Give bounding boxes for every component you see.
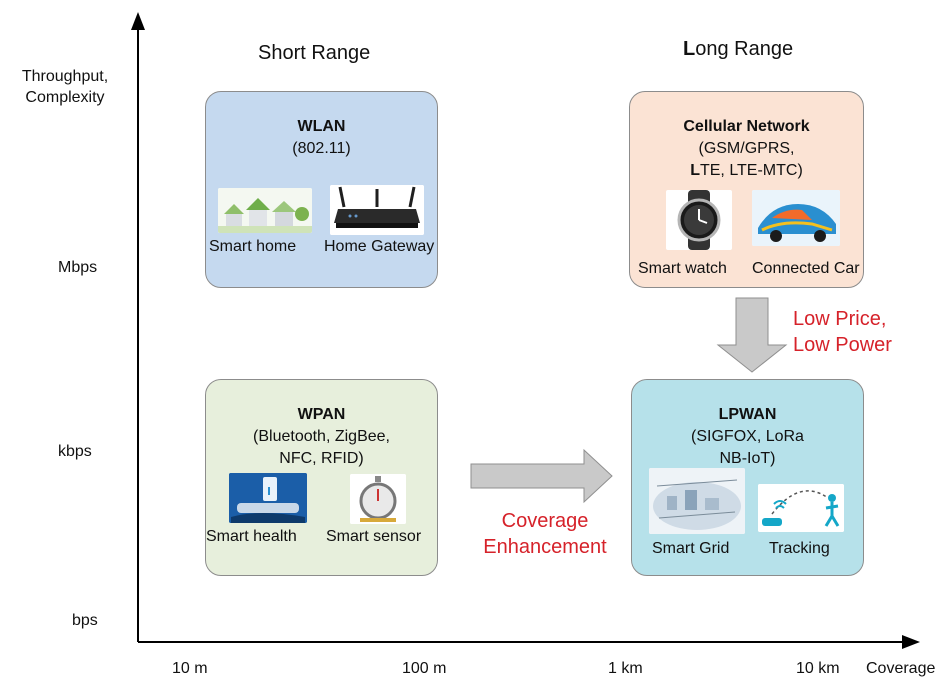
tracking-image [758,484,844,532]
x-axis-arrow-icon [902,635,920,649]
wpan-standards-line1: (Bluetooth, ZigBee, [253,428,390,445]
low-power-text: Low Power [793,334,892,356]
smart-watch-image [666,190,732,250]
x-axis-title: Coverage [866,660,936,677]
watch-icon [677,190,721,250]
cellular-standards-line1: (GSM/GPRS, [698,140,795,157]
cellular-box: Cellular Network (GSM/GPRS, LTE, LTE-MTC… [629,91,864,288]
wlan-standard: (802.11) [292,140,351,157]
x-tick-1km: 1 km [608,660,643,677]
wpan-title: WPAN [297,406,346,423]
coverage-enhancement-label: Coverage Enhancement [468,508,622,560]
smart-grid-image [649,468,745,534]
cellular-item-smart-watch: Smart watch [638,260,727,277]
lpwan-standards-line1: (SIGFOX, LoRa [691,428,804,445]
tracking-icon [758,484,844,532]
lpwan-standards-line2: NB-IoT) [719,450,776,467]
y-axis-arrow-icon [131,12,145,30]
wpan-item-smart-sensor: Smart sensor [326,528,422,545]
smart-sensor-image [350,474,406,524]
cellular-standards-line2-initial: L [690,162,700,179]
y-tick-mbps: Mbps [58,259,98,276]
right-arrow-icon [470,448,613,504]
home-gateway-image [330,185,424,235]
router-icon [330,185,424,235]
wpan-item-smart-health: Smart health [206,528,297,545]
lpwan-title: LPWAN [718,406,777,423]
wlan-item-smart-home: Smart home [209,238,297,255]
cellular-standards-line2: LTE, LTE-MTC) [630,160,863,182]
houses-icon [218,188,312,233]
coverage-text: Coverage [501,510,589,532]
car-icon [752,190,840,246]
health-icon [229,473,307,523]
y-axis-title-line2: Complexity [25,89,105,106]
smart-health-image [229,473,307,523]
smart-home-image [218,188,312,233]
y-tick-bps: bps [72,612,98,629]
x-tick-10m: 10 m [172,660,208,677]
x-tick-100m: 100 m [402,660,447,677]
wpan-standards-line2: NFC, RFID) [279,450,364,467]
y-tick-kbps: kbps [58,443,92,460]
wlan-item-home-gateway: Home Gateway [324,238,435,255]
wlan-title: WLAN [297,118,346,135]
long-range-heading-rest: ong Range [695,38,794,60]
y-axis-title: Throughput, Complexity [8,66,122,108]
low-price-low-power-label: Low Price, Low Power [793,306,892,358]
long-range-heading-initial: L [683,38,696,60]
cellular-standards-line2-rest: TE, LTE-MTC) [699,162,803,179]
low-price-text: Low Price, [793,308,887,330]
cellular-item-connected-car: Connected Car [752,260,860,277]
y-axis-title-line1: Throughput, [21,68,109,85]
x-tick-10km: 10 km [796,660,840,677]
lpwan-item-smart-grid: Smart Grid [652,540,730,557]
stopwatch-icon [350,474,406,524]
cellular-title: Cellular Network [683,118,810,135]
short-range-heading: Short Range [258,42,371,64]
lpwan-item-tracking: Tracking [769,540,830,557]
long-range-heading: Long Range [683,38,793,61]
down-arrow-icon [716,297,788,373]
enhancement-text: Enhancement [483,536,607,558]
connected-car-image [752,190,840,246]
grid-icon [649,468,745,534]
